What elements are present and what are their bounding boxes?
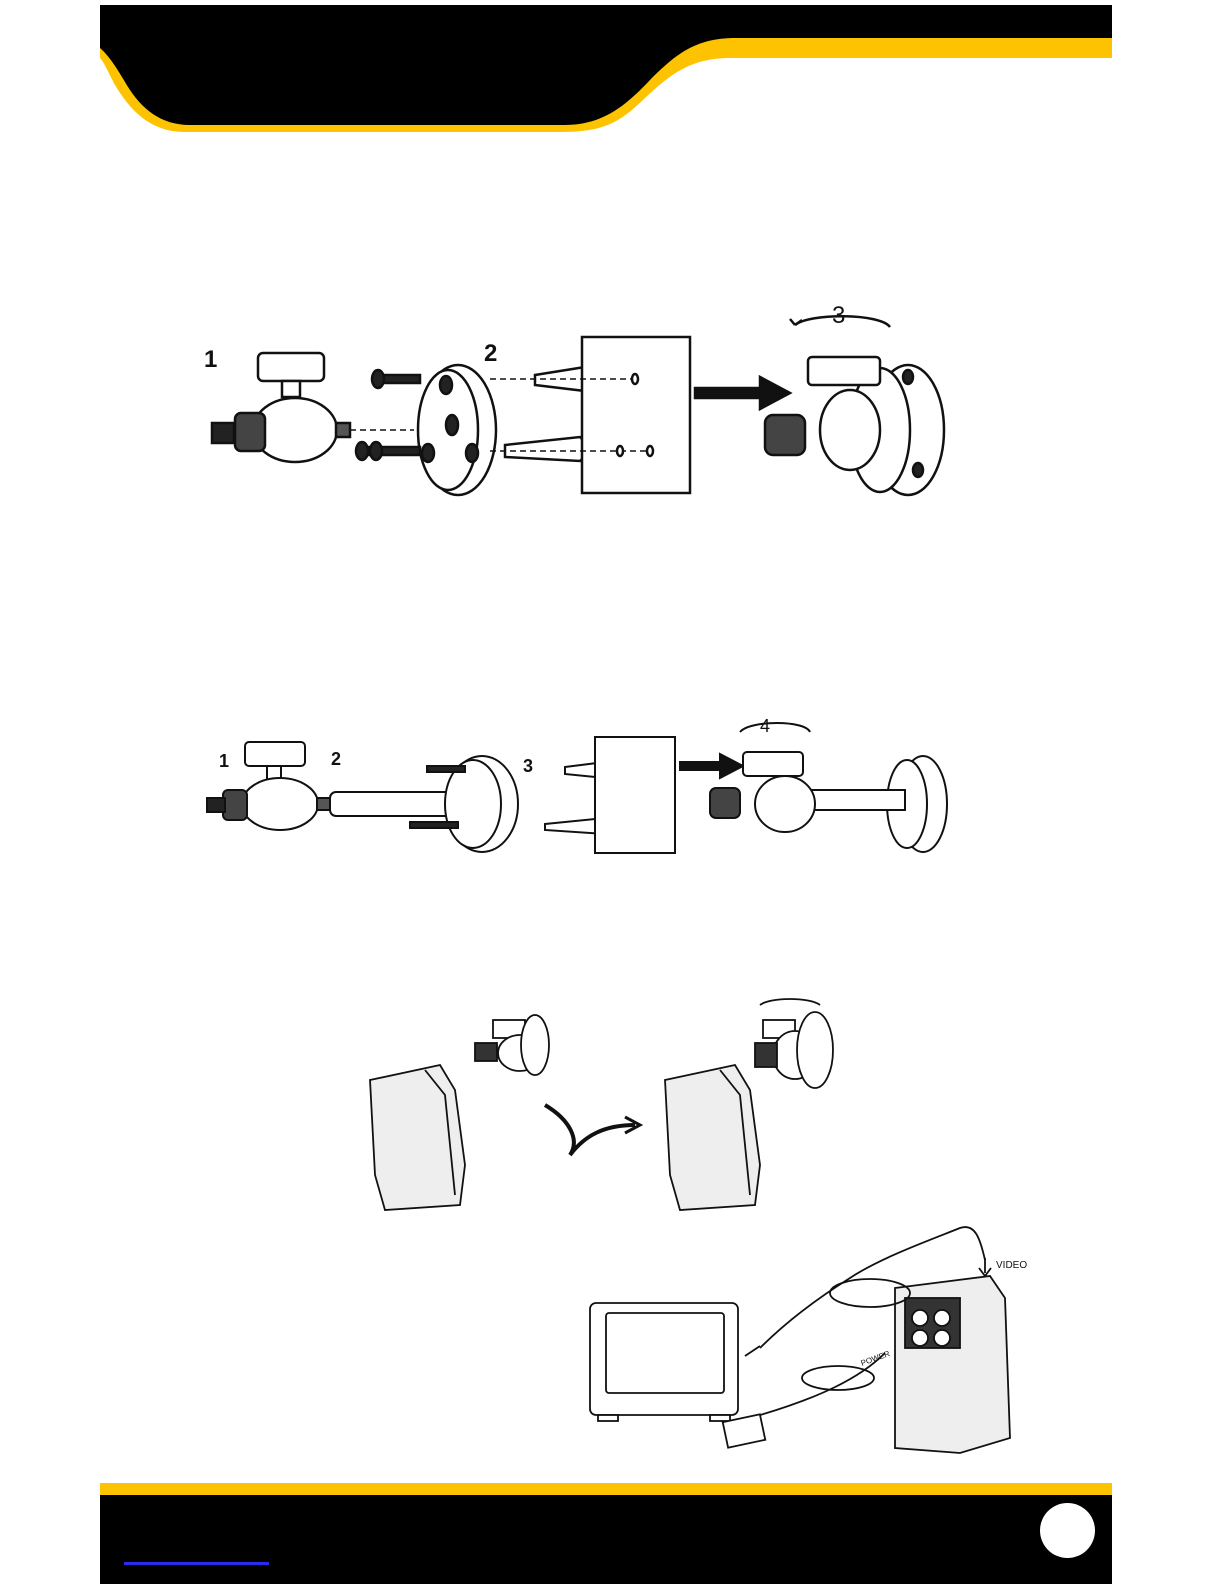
mount-diagram-short: 1 2 3 — [190, 295, 970, 510]
footer-accent-stripe — [100, 1483, 1112, 1495]
fig1-label-3: 3 — [832, 302, 845, 329]
fig1-label-1: 1 — [204, 346, 217, 373]
video-label: VIDEO — [996, 1260, 1027, 1271]
connection-diagram: VIDEO POWER — [580, 1218, 1060, 1463]
fig2-label-1: 1 — [219, 751, 229, 771]
fig2-label-4: 4 — [760, 716, 770, 736]
header-banner — [0, 0, 1224, 140]
attach-camera-diagram — [355, 995, 855, 1215]
footer-bar — [100, 1495, 1112, 1584]
fig1-label-2: 2 — [484, 340, 497, 367]
page-number-circle — [1040, 1503, 1095, 1558]
fig2-label-3: 3 — [523, 756, 533, 776]
power-label: POWER — [860, 1349, 892, 1368]
footer-link-underline[interactable] — [124, 1562, 269, 1565]
mount-diagram-long: 1 2 3 4 — [195, 712, 965, 862]
fig2-label-2: 2 — [331, 749, 341, 769]
